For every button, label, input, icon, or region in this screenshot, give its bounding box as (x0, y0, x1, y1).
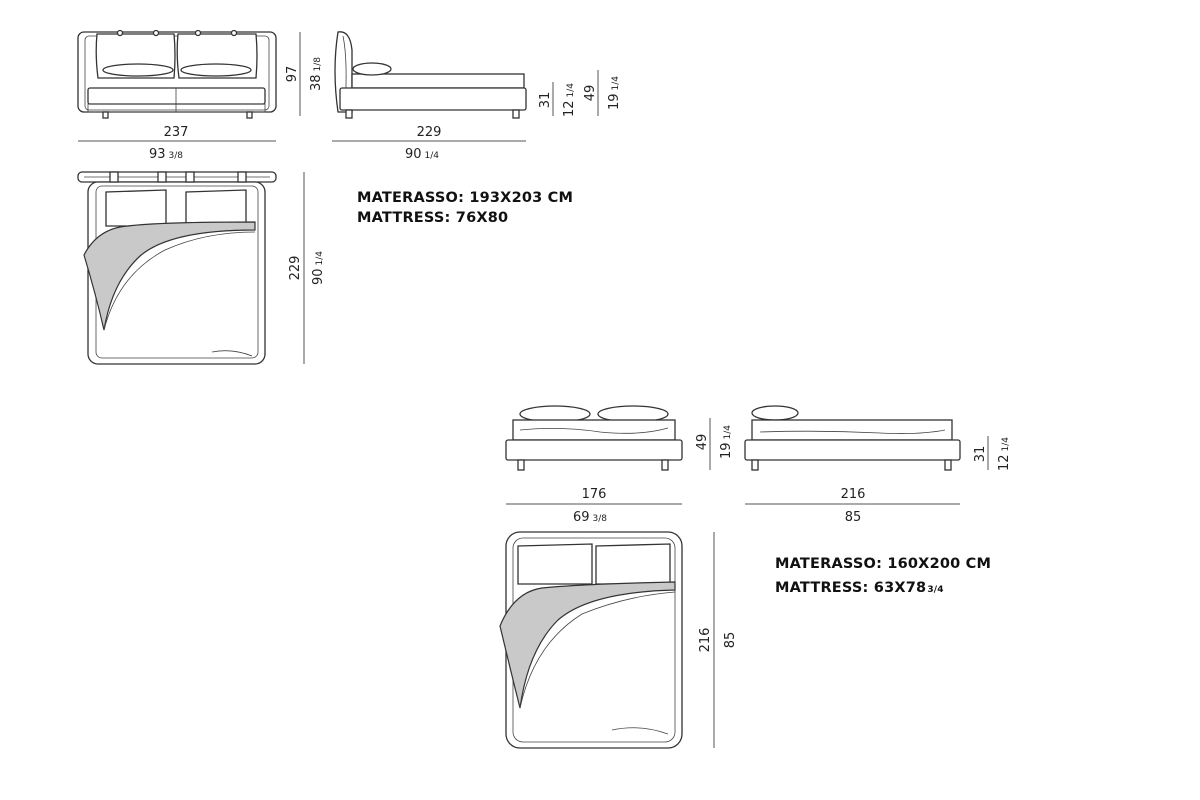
large-front-height-cm: 97 (285, 66, 300, 83)
large-mattress-spec-it: MATERASSO: 193X203 CM (357, 190, 573, 206)
small-mattress-spec-en-frac: 3/4 (927, 585, 943, 595)
large-front-height-dimension: 97 381/8 (285, 32, 324, 116)
small-front-height-cm: 49 (695, 434, 710, 451)
svg-text:901/4: 901/4 (311, 251, 326, 285)
svg-text:191/4: 191/4 (607, 76, 622, 110)
large-bed-side-view (334, 31, 527, 119)
small-front-width-in-frac: 3/8 (593, 514, 608, 524)
small-side-frame-height-in: 12 (997, 454, 1012, 471)
large-side-length-cm: 229 (417, 125, 442, 140)
large-front-height-in-frac: 1/8 (313, 57, 323, 72)
small-mattress-spec-it: MATERASSO: 160X200 CM (775, 556, 991, 572)
small-top-length-cm: 216 (698, 628, 713, 653)
large-top-length-in-frac: 1/4 (315, 251, 325, 266)
svg-text:121/4: 121/4 (562, 83, 577, 117)
large-side-length-in-frac: 1/4 (425, 151, 440, 161)
large-front-width-cm: 237 (164, 125, 189, 140)
large-side-frame-height-cm: 31 (538, 92, 553, 109)
small-mattress-spec-en: MATTRESS: 63X78 (775, 580, 926, 596)
large-bed-front-view (77, 29, 277, 119)
svg-text:901/4: 901/4 (405, 147, 439, 162)
svg-text:933/8: 933/8 (149, 147, 183, 162)
small-bed-front-view (505, 405, 683, 471)
svg-text:MATTRESS: 63X783/4: MATTRESS: 63X783/4 (775, 580, 944, 596)
small-side-height-dimension: 31 121/4 (973, 436, 1012, 471)
svg-text:121/4: 121/4 (997, 437, 1012, 471)
small-side-length-in: 85 (845, 510, 862, 525)
small-front-height-in-frac: 1/4 (723, 425, 733, 440)
small-side-length-dimension: 216 85 (745, 487, 960, 525)
small-bed-side-view (744, 405, 961, 471)
large-side-total-height-cm: 49 (583, 85, 598, 102)
large-side-frame-height-in: 12 (562, 100, 577, 117)
large-side-frame-height-in-frac: 1/4 (566, 83, 576, 98)
small-front-width-cm: 176 (582, 487, 607, 502)
small-top-length-in: 85 (723, 632, 738, 649)
small-side-frame-height-in-frac: 1/4 (1001, 437, 1011, 452)
small-front-height-in: 19 (719, 442, 734, 459)
svg-text:191/4: 191/4 (719, 425, 734, 459)
small-bed-top-view (499, 531, 683, 749)
small-front-width-in: 69 (573, 510, 590, 525)
small-front-height-dimension: 49 191/4 (695, 418, 734, 470)
large-top-length-in: 90 (311, 268, 326, 285)
large-top-length-dimension: 229 901/4 (288, 172, 326, 364)
large-top-length-cm: 229 (288, 256, 303, 281)
large-mattress-spec-en: MATTRESS: 76X80 (357, 210, 508, 226)
large-side-total-height-in-frac: 1/4 (611, 76, 621, 91)
large-side-height-dimensions: 31 121/4 49 191/4 (538, 70, 622, 117)
svg-text:381/8: 381/8 (309, 57, 324, 91)
small-side-frame-height-cm: 31 (973, 446, 988, 463)
small-top-length-dimension: 216 85 (698, 532, 738, 748)
small-side-length-cm: 216 (841, 487, 866, 502)
large-side-total-height-in: 19 (607, 93, 622, 110)
large-front-height-in: 38 (309, 74, 324, 91)
large-bed-top-view (77, 171, 277, 365)
svg-text:693/8: 693/8 (573, 510, 607, 525)
large-side-length-in: 90 (405, 147, 422, 162)
large-front-width-in: 93 (149, 147, 166, 162)
large-front-width-in-frac: 3/8 (169, 151, 184, 161)
